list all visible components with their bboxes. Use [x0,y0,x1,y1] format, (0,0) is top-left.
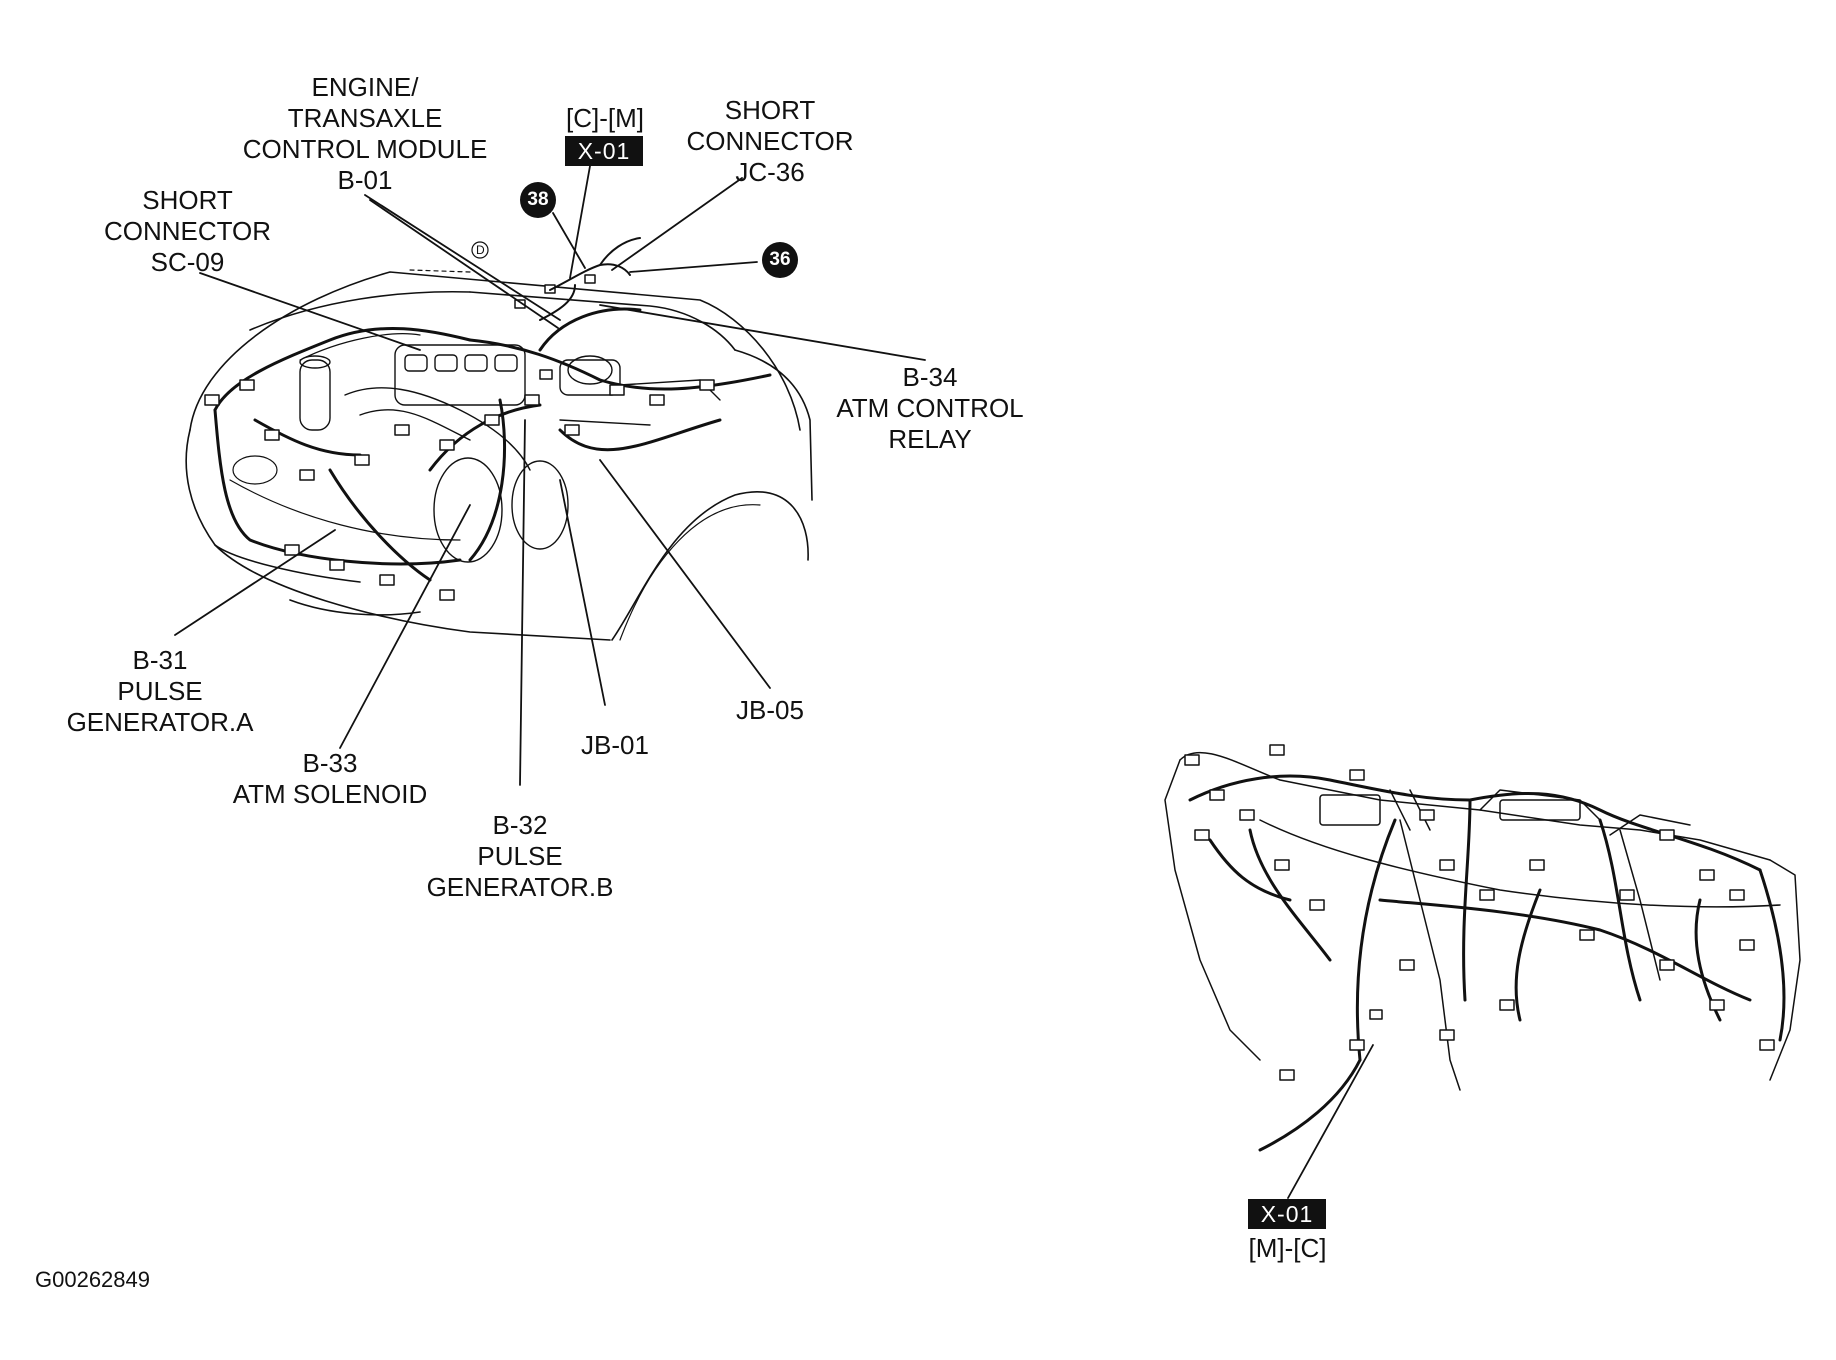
label-b34: B-34 ATM CONTROL RELAY [830,362,1030,455]
label-ecm-line4: B-01 [337,165,393,195]
dashboard-harness [1188,774,1786,1152]
label-b32-line1: B-32 [492,810,548,840]
label-jc36-line3: JC-36 [735,157,805,187]
label-mc-bottom: [M]-[C] [1248,1233,1327,1263]
label-jb05: JB-05 [736,695,804,725]
marker-d-circle [471,241,489,259]
label-jb01: JB-01 [581,730,649,760]
label-b31-line2: PULSE [117,676,203,706]
car-body [185,271,813,641]
tag-x01-top: X-01 [565,136,643,166]
label-b32-line3: GENERATOR.B [426,872,614,902]
dashboard-body [1164,751,1801,1091]
label-sc09: SHORT CONNECTOR SC-09 [95,185,280,278]
label-b33: B-33 ATM SOLENOID [220,748,440,810]
engine-sketch [299,344,721,563]
dashboard-connectors [1184,744,1775,1081]
label-sc09-line3: SC-09 [150,247,225,277]
label-jc36: SHORT CONNECTOR JC-36 [680,95,860,188]
label-ecm-line3: CONTROL MODULE [242,134,488,164]
label-b31-line3: GENERATOR.A [66,707,254,737]
label-cm-top: [C]-[M] [566,103,644,133]
tag-x01-bottom: X-01 [1248,1199,1326,1229]
label-b33-line1: B-33 [302,748,358,778]
label-ecm: ENGINE/ TRANSAXLE CONTROL MODULE B-01 [235,72,495,196]
badge-36: 36 [762,242,798,278]
label-sc09-line1: SHORT [142,185,233,215]
label-jc36-line1: SHORT [724,95,816,125]
label-b34-line2: ATM CONTROL [836,393,1024,423]
x01-leader-line [1287,1044,1374,1199]
label-ecm-line2: TRANSAXLE [287,103,443,133]
figure-code: G00262849 [35,1267,150,1292]
label-b34-line3: RELAY [888,424,972,454]
label-b33-line2: ATM SOLENOID [232,779,428,809]
label-b31: B-31 PULSE GENERATOR.A [55,645,265,738]
label-ecm-line1: ENGINE/ [311,72,419,102]
label-jc36-line2: CONNECTOR [686,126,854,156]
connector-boxes [204,274,715,601]
label-b31-line1: B-31 [132,645,188,675]
label-b34-line1: B-34 [902,362,958,392]
leader-lines [174,165,926,786]
harness-wires [213,307,772,582]
marker-d: D [476,243,485,257]
badge-38: 38 [520,182,556,218]
label-b32: B-32 PULSE GENERATOR.B [415,810,625,903]
label-b32-line2: PULSE [477,841,563,871]
relay-harness [539,237,641,321]
label-sc09-line2: CONNECTOR [103,216,272,246]
